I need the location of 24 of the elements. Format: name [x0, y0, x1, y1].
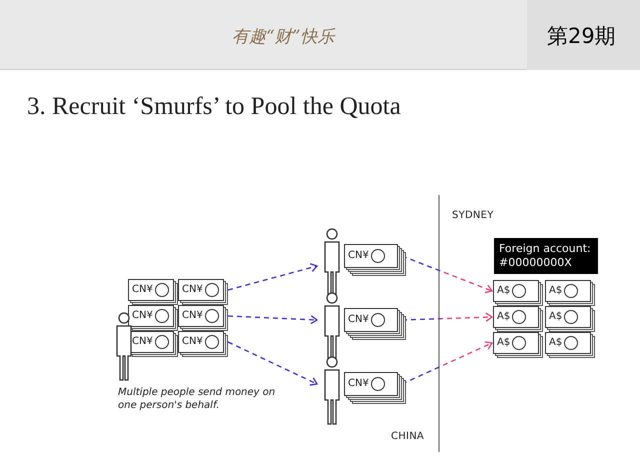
banknote: A$ — [493, 280, 543, 306]
banknote: A$ — [545, 332, 595, 358]
arrow — [228, 263, 318, 291]
banknote: CN¥ — [344, 244, 406, 276]
banknote: CN¥ — [178, 331, 228, 357]
banknote: CN¥ — [344, 372, 406, 404]
country-label: CHINA — [391, 430, 424, 444]
title: 3. Recruit ‘Smurfs’ to Pool the Quota — [27, 92, 401, 122]
arrow — [228, 315, 318, 324]
slogan: 有趣“财”快乐 — [232, 26, 334, 49]
city-label: SYDNEY — [452, 209, 494, 223]
account-label: Foreign account: #00000000X — [494, 238, 598, 274]
banknote: CN¥ — [128, 305, 178, 331]
banknote: CN¥ — [344, 308, 406, 340]
caption: Multiple people send money on one person's behalf. — [118, 386, 276, 412]
banknote: CN¥ — [128, 279, 178, 305]
banknote: A$ — [493, 306, 543, 332]
banknote: A$ — [493, 332, 543, 358]
banknote: A$ — [545, 306, 595, 332]
banknote: CN¥ — [178, 305, 228, 331]
issue-number: 第29期 — [547, 23, 616, 50]
banknote: CN¥ — [178, 279, 228, 305]
banknote: A$ — [545, 280, 595, 306]
arrow — [228, 341, 318, 386]
